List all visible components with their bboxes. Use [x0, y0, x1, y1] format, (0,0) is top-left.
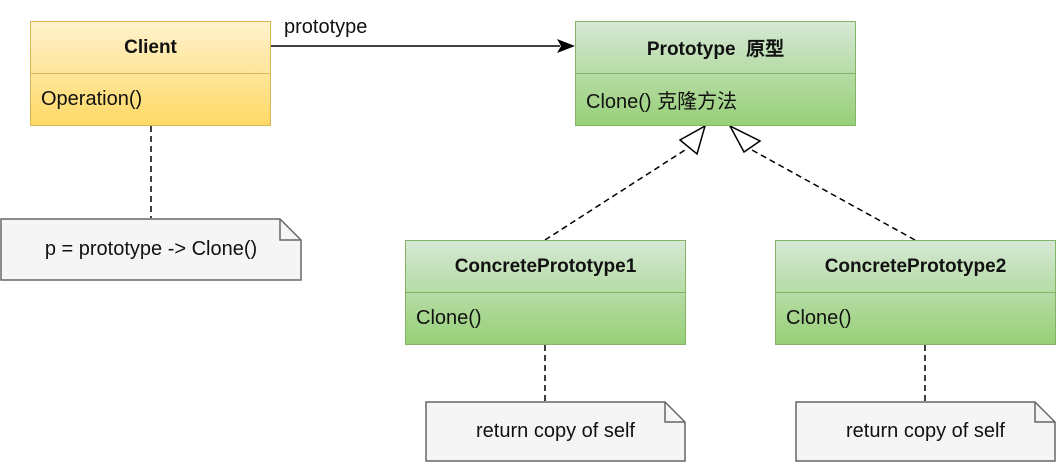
- concrete-prototype-1-note[interactable]: return copy of self: [425, 401, 686, 462]
- concrete-prototype-2-title: ConcretePrototype2: [776, 241, 1055, 293]
- client-note-text: p = prototype -> Clone(): [44, 238, 258, 260]
- note-shape: [795, 401, 1056, 462]
- realization-arrowhead-2: [728, 124, 762, 154]
- realization-arrowhead-1: [678, 124, 707, 156]
- association-arrowhead: [557, 39, 575, 53]
- concrete-prototype-1-title: ConcretePrototype1: [406, 241, 685, 293]
- client-class-method: Operation(): [41, 88, 143, 110]
- prototype-class-title: Prototype 原型: [576, 22, 855, 74]
- realization-line-1: [544, 149, 686, 241]
- client-note[interactable]: p = prototype -> Clone(): [0, 218, 302, 281]
- concrete-prototype-2-note[interactable]: return copy of self: [795, 401, 1056, 462]
- note-shape: [425, 401, 686, 462]
- concrete-prototype-2-note-text: return copy of self: [846, 420, 1005, 442]
- client-class-title: Client: [31, 22, 270, 74]
- concrete-prototype-1-note-text: return copy of self: [476, 420, 635, 442]
- concrete-prototype-1-method: Clone(): [416, 307, 482, 329]
- prototype-class[interactable]: Prototype 原型 Clone() 克隆方法: [575, 21, 856, 126]
- concrete-prototype-2-method: Clone(): [786, 307, 852, 329]
- realization-line-2: [751, 149, 916, 241]
- client-class[interactable]: Client Operation(): [30, 21, 271, 126]
- note-shape: [0, 218, 302, 281]
- prototype-class-method: Clone() 克隆方法: [586, 91, 738, 113]
- association-label: prototype: [284, 16, 368, 38]
- concrete-prototype-2-class[interactable]: ConcretePrototype2 Clone(): [775, 240, 1056, 345]
- concrete-prototype-1-class[interactable]: ConcretePrototype1 Clone(): [405, 240, 686, 345]
